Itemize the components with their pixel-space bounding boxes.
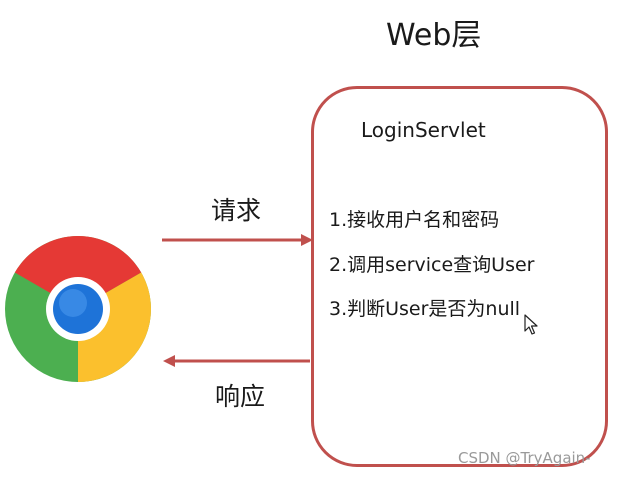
request-arrow: [162, 234, 313, 246]
response-label: 响应: [215, 382, 266, 411]
web-layer-title: Web层: [386, 18, 482, 53]
servlet-step-1: 1.接收用户名和密码: [329, 209, 500, 231]
mouse-cursor-icon: [524, 314, 538, 335]
chrome-logo-icon: [5, 236, 151, 382]
servlet-step-3: 3.判断User是否为null: [329, 298, 521, 320]
servlet-step-2: 2.调用service查询User: [329, 254, 535, 276]
servlet-name: LoginServlet: [361, 118, 486, 142]
response-arrow: [163, 355, 310, 367]
csdn-watermark: CSDN @TryAgain-: [458, 449, 591, 467]
login-servlet-box: [311, 86, 608, 467]
request-label: 请求: [211, 196, 262, 225]
